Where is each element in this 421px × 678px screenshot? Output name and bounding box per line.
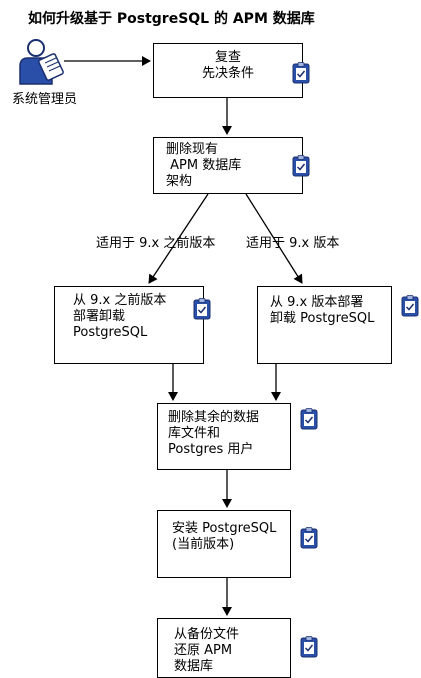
branch-label-pre-9x: 适用于 9.x 之前版本 <box>96 236 216 251</box>
clipboard-icon[interactable] <box>193 298 211 320</box>
step-install-line-1: 安装 PostgreSQL <box>172 521 277 536</box>
administrator-user-icon <box>19 39 64 85</box>
step-delete-schema[interactable]: 删除现有 APM 数据库 架构 <box>153 137 303 194</box>
arrow-branch-right <box>245 193 303 284</box>
branch-label-9x: 适用于 9.x 版本 <box>246 236 340 251</box>
clipboard-icon[interactable] <box>300 408 318 430</box>
clipboard-icon[interactable] <box>300 527 318 549</box>
actor-label: 系统管理员 <box>12 92 78 107</box>
step-delete-schema-line-2: APM 数据库 <box>166 158 242 173</box>
step-uninstall-pre9-line-3: PostgreSQL <box>73 325 148 340</box>
step-remove-files-and-user[interactable]: 删除其余的数据 库文件和 Postgres 用户 <box>157 403 291 470</box>
step-delete-schema-line-3: 架构 <box>166 174 193 189</box>
step-review-prerequisites[interactable]: 复查 先决条件 <box>153 43 303 98</box>
step-install-line-2: (当前版本) <box>172 537 235 552</box>
clipboard-icon[interactable] <box>300 636 318 658</box>
step-remove-files-line-1: 删除其余的数据 <box>168 410 260 425</box>
clipboard-icon[interactable] <box>292 155 310 177</box>
step-review-line-2: 先决条件 <box>201 66 254 81</box>
step-restore-line-1: 从备份文件 <box>174 627 240 642</box>
step-restore-line-2: 还原 APM <box>174 643 233 658</box>
step-uninstall-pre9-line-1: 从 9.x 之前版本 <box>73 293 167 308</box>
step-remove-files-line-3: Postgres 用户 <box>168 442 254 457</box>
step-uninstall-9x-line-1: 从 9.x 版本部署 <box>270 295 364 310</box>
step-uninstall-pre-9x[interactable]: 从 9.x 之前版本 部署卸载 PostgreSQL <box>54 286 204 364</box>
diagram-title: 如何升级基于 PostgreSQL 的 APM 数据库 <box>28 11 315 27</box>
clipboard-icon[interactable] <box>401 295 419 317</box>
step-uninstall-9x-line-2: 卸载 PostgreSQL <box>270 311 375 326</box>
step-uninstall-9x[interactable]: 从 9.x 版本部署 卸载 PostgreSQL <box>257 286 392 364</box>
step-delete-schema-line-1: 删除现有 <box>166 142 219 157</box>
clipboard-icon[interactable] <box>292 62 310 84</box>
step-restore-database[interactable]: 从备份文件 还原 APM 数据库 <box>157 618 291 678</box>
step-remove-files-line-2: 库文件和 <box>168 426 221 441</box>
step-uninstall-pre9-line-2: 部署卸载 <box>73 309 126 324</box>
arrow-branch-left <box>148 193 209 284</box>
step-install-postgresql[interactable]: 安装 PostgreSQL (当前版本) <box>157 510 291 578</box>
step-restore-line-3: 数据库 <box>174 659 214 674</box>
step-review-line-1: 复查 <box>214 50 241 65</box>
